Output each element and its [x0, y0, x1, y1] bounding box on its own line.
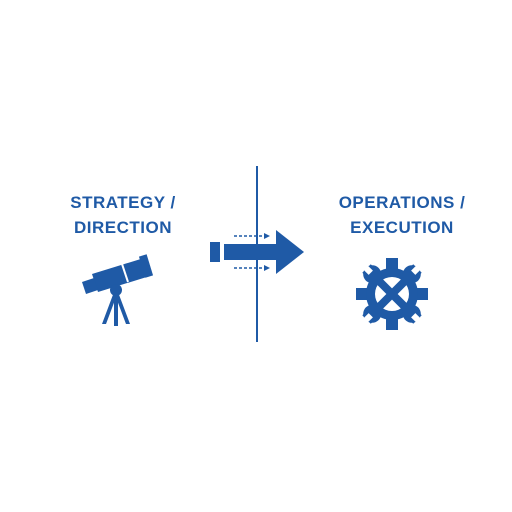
- gear-wrench-icon: [354, 256, 430, 332]
- right-label-line-2: EXECUTION: [350, 218, 454, 237]
- arrow-right-icon: [204, 226, 308, 278]
- telescope-icon: [78, 252, 158, 328]
- right-label-line-1: OPERATIONS /: [338, 193, 466, 212]
- left-label-line-2: DIRECTION: [74, 218, 172, 237]
- left-label-line-1: STRATEGY /: [70, 193, 176, 212]
- strategy-direction-label: STRATEGY / DIRECTION: [42, 190, 204, 240]
- operations-execution-label: OPERATIONS / EXECUTION: [316, 190, 488, 240]
